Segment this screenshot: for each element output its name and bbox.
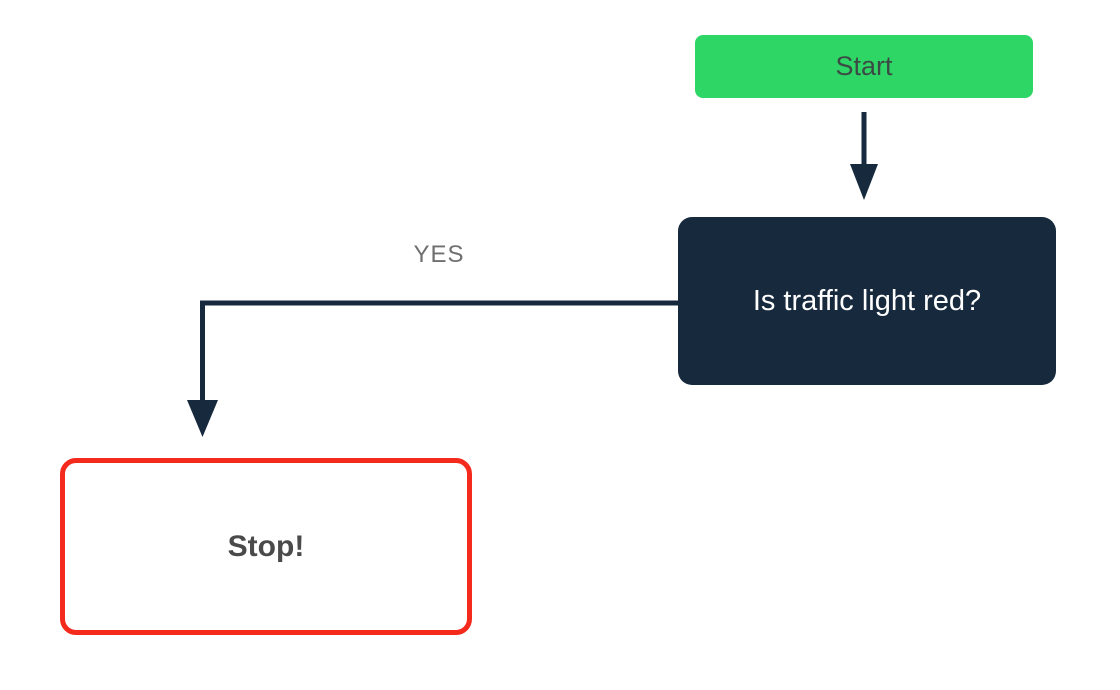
edge-label-yes: YES (413, 241, 465, 268)
edge-decision-to-stop (187, 300, 678, 437)
arrowhead-down-icon (187, 400, 218, 437)
edge-start-to-decision (850, 112, 878, 200)
flowchart-node-start: Start (695, 35, 1033, 98)
flowchart-node-stop: Stop! (60, 458, 472, 635)
arrowhead-down-icon (850, 164, 878, 200)
node-decision-label: Is traffic light red? (752, 284, 982, 317)
node-start-label: Start (835, 51, 893, 81)
flowchart-node-decision: Is traffic light red? (678, 217, 1056, 385)
node-stop-label: Stop! (227, 529, 305, 563)
